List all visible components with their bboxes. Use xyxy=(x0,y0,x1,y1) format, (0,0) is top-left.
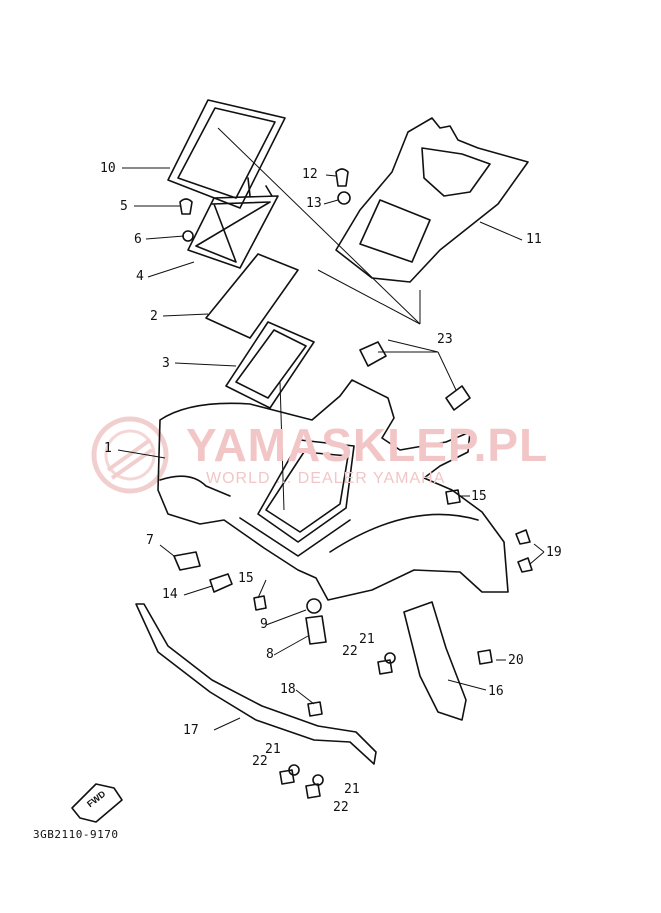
part-1-rear-fender xyxy=(157,379,509,601)
callout-15-a: 15 xyxy=(238,571,254,586)
part-19-bolt-a xyxy=(515,529,531,545)
part-7-clip xyxy=(173,551,201,571)
callout-22-b: 22 xyxy=(252,754,268,769)
callout-21-a: 21 xyxy=(359,632,375,647)
part-14-bracket xyxy=(209,573,233,593)
callout-4: 4 xyxy=(136,269,144,284)
callout-21-c: 21 xyxy=(344,782,360,797)
part-4-filter-case xyxy=(187,177,279,269)
fwd-arrow-icon xyxy=(71,783,123,823)
part-18-bolt xyxy=(307,701,323,717)
callout-9: 9 xyxy=(260,617,268,632)
part-12-screw xyxy=(335,168,349,187)
callout-16: 16 xyxy=(488,684,504,699)
callout-20: 20 xyxy=(508,653,524,668)
part-22-nut-b xyxy=(279,769,295,785)
part-code: 3GB2110-9170 xyxy=(33,828,119,841)
part-9-collar xyxy=(306,598,322,614)
callout-8: 8 xyxy=(266,647,274,662)
callout-18: 18 xyxy=(280,682,296,697)
part-15-bolt-a xyxy=(253,595,267,611)
part-20-bolt xyxy=(477,649,493,665)
part-16-mudflap xyxy=(403,601,467,721)
part-8-stay xyxy=(305,615,327,645)
callout-22-a: 22 xyxy=(342,644,358,659)
callout-6: 6 xyxy=(134,232,142,247)
part-6-washer xyxy=(182,230,194,242)
callout-2: 2 xyxy=(150,309,158,324)
part-23-grommets xyxy=(359,341,471,411)
part-15-bolt-b xyxy=(445,489,461,505)
callout-14: 14 xyxy=(162,587,178,602)
part-3-filter-mesh xyxy=(225,321,315,409)
watermark-brand: YAMASKLEP.PL xyxy=(186,419,549,471)
callout-21-b: 21 xyxy=(265,742,281,757)
watermark-tagline: WORLD ... DEALER YAMAHA xyxy=(206,470,446,487)
callout-12: 12 xyxy=(302,167,318,182)
callout-5: 5 xyxy=(120,199,128,214)
callout-13: 13 xyxy=(306,196,322,211)
callout-19: 19 xyxy=(546,545,562,560)
part-17-rear-bar xyxy=(135,603,377,765)
part-22-nut-a xyxy=(377,659,393,675)
part-2-filter-pad xyxy=(205,253,299,339)
callout-1: 1 xyxy=(104,441,112,456)
callout-7: 7 xyxy=(146,533,154,548)
callout-10: 10 xyxy=(100,161,116,176)
part-22-nut-c xyxy=(305,783,321,799)
callout-23: 23 xyxy=(437,332,453,347)
part-5-screw xyxy=(179,198,193,215)
part-10-cover-frame xyxy=(167,99,286,209)
part-19-bolt-b xyxy=(517,557,533,573)
callout-15-b: 15 xyxy=(471,489,487,504)
part-11-upper-cover xyxy=(335,117,529,283)
callout-11: 11 xyxy=(526,232,542,247)
leader-lines xyxy=(117,127,545,731)
part-13-washer xyxy=(337,191,351,205)
callout-22-c: 22 xyxy=(333,800,349,815)
callout-17: 17 xyxy=(183,723,199,738)
callout-3: 3 xyxy=(162,356,170,371)
